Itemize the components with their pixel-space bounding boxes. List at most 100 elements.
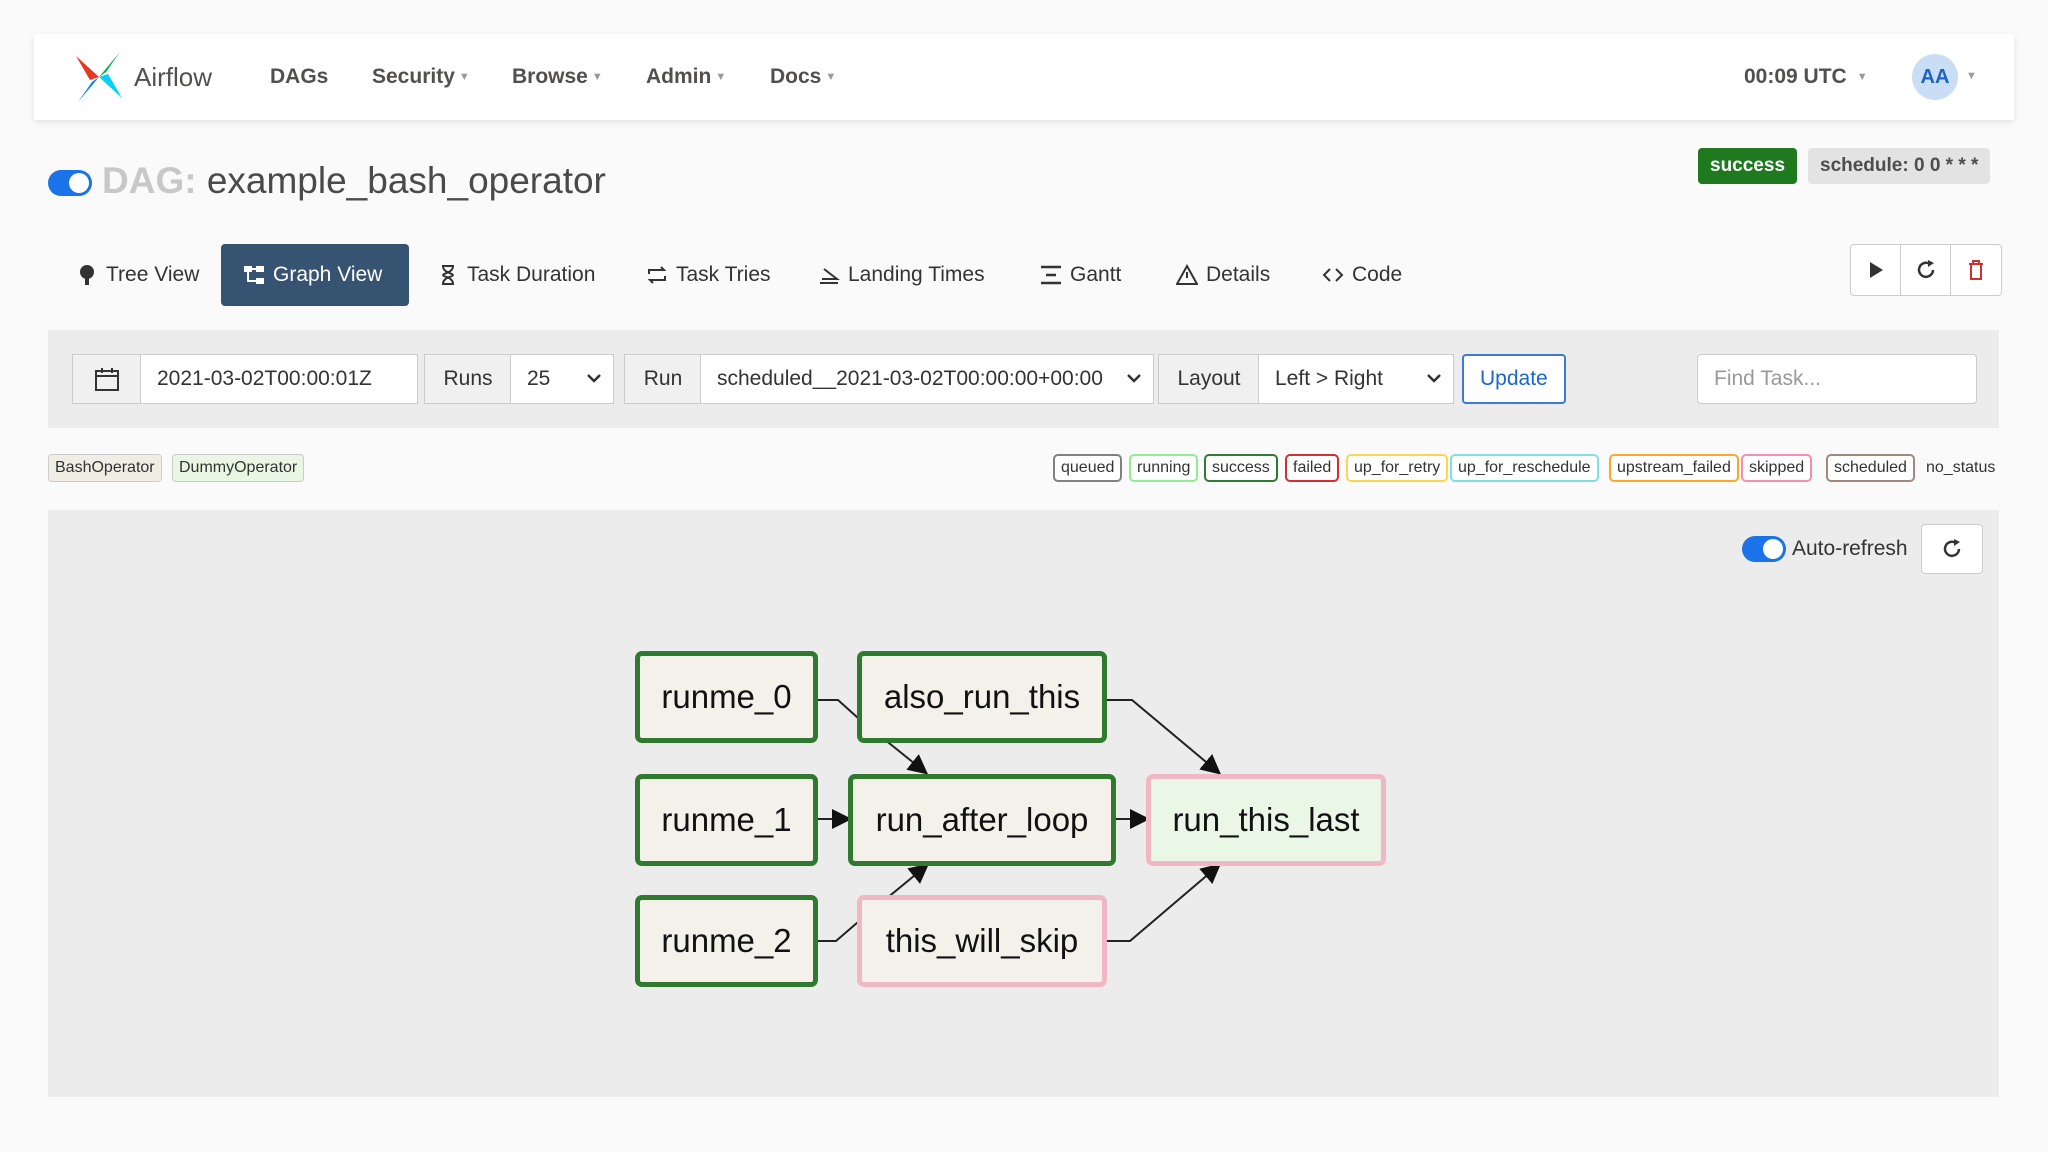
state-legend-scheduled: scheduled xyxy=(1826,454,1915,482)
state-legend-failed: failed xyxy=(1285,454,1340,482)
retry-icon xyxy=(647,266,667,284)
refresh-icon xyxy=(1943,539,1961,558)
page-title: DAG: example_bash_operator xyxy=(102,160,606,202)
tab-label: Code xyxy=(1352,263,1403,286)
chevron-down-icon xyxy=(587,374,601,383)
task-node[interactable]: run_this_last xyxy=(1146,774,1386,866)
hourglass-icon xyxy=(441,265,455,285)
task-node[interactable]: runme_1 xyxy=(635,774,818,866)
tab-task-duration[interactable]: Task Duration xyxy=(415,244,617,306)
nav-dags[interactable]: DAGs xyxy=(270,34,328,120)
chevron-down-icon: ▼ xyxy=(1856,71,1868,83)
nav-docs[interactable]: Docs▼ xyxy=(770,34,836,120)
state-legend-upstream-failed: upstream_failed xyxy=(1609,454,1739,482)
runs-label: Runs xyxy=(424,354,512,404)
utc-time: 00:09 UTC xyxy=(1744,65,1847,88)
task-node[interactable]: also_run_this xyxy=(857,651,1107,743)
tree-icon xyxy=(80,265,94,285)
clock-menu[interactable]: 00:09 UTC ▼ xyxy=(1744,34,1868,120)
task-node[interactable]: run_after_loop xyxy=(848,774,1116,866)
nav-docs-label: Docs xyxy=(770,65,822,88)
tab-details[interactable]: Details xyxy=(1154,244,1292,306)
nav-admin-label: Admin xyxy=(646,65,712,88)
dag-pause-toggle[interactable] xyxy=(48,170,92,196)
state-legend-skipped: skipped xyxy=(1741,454,1813,482)
nav-admin[interactable]: Admin▼ xyxy=(646,34,726,120)
airflow-logo[interactable]: Airflow xyxy=(70,42,212,112)
chevron-down-icon xyxy=(1127,374,1141,383)
chevron-down-icon: ▼ xyxy=(825,71,837,83)
tab-label: Details xyxy=(1206,263,1271,286)
tab-gantt[interactable]: Gantt xyxy=(1018,244,1143,306)
status-badge: success xyxy=(1698,148,1798,184)
pinwheel-logo-icon xyxy=(76,52,122,102)
landing-icon xyxy=(820,268,840,284)
run-select-value: scheduled__2021-03-02T00:00:00+00:00 xyxy=(717,367,1103,390)
delete-dag-button[interactable] xyxy=(1951,245,2001,295)
run-select[interactable]: scheduled__2021-03-02T00:00:00+00:00 xyxy=(700,354,1154,404)
warning-triangle-icon xyxy=(1176,264,1198,285)
tab-landing-times[interactable]: Landing Times xyxy=(796,244,1007,306)
auto-refresh-toggle[interactable] xyxy=(1742,536,1786,562)
run-label: Run xyxy=(624,354,702,404)
nav-dags-label: DAGs xyxy=(270,65,329,88)
execution-date-input[interactable]: 2021-03-02T00:00:01Z xyxy=(140,354,418,404)
chevron-down-icon: ▼ xyxy=(458,71,470,83)
runs-select-value: 25 xyxy=(527,367,551,390)
state-legend-no-status: no_status xyxy=(1926,459,1996,476)
layout-select-value: Left > Right xyxy=(1275,367,1383,390)
dag-prefix: DAG: xyxy=(102,160,197,201)
tab-label: Landing Times xyxy=(848,263,985,286)
state-legend-queued: queued xyxy=(1053,454,1123,482)
tab-tree-view[interactable]: Tree View xyxy=(54,244,221,306)
dag-name: example_bash_operator xyxy=(206,160,606,201)
layout-label: Layout xyxy=(1158,354,1260,404)
update-button[interactable]: Update xyxy=(1462,354,1566,404)
task-node[interactable]: runme_0 xyxy=(635,651,818,743)
task-node[interactable]: this_will_skip xyxy=(857,895,1107,987)
runs-select[interactable]: 25 xyxy=(510,354,614,404)
state-legend-up-for-retry: up_for_retry xyxy=(1346,454,1449,482)
chevron-down-icon: ▼ xyxy=(1966,70,1977,82)
state-legend-success: success xyxy=(1204,454,1278,482)
auto-refresh-control[interactable]: Auto-refresh xyxy=(1742,536,1908,562)
calendar-button[interactable] xyxy=(72,354,142,404)
state-legend-up-for-reschedule: up_for_reschedule xyxy=(1450,454,1599,482)
operator-legend-bash: BashOperator xyxy=(48,454,162,482)
find-task-input[interactable]: Find Task... xyxy=(1697,354,1977,404)
graph-refresh-button[interactable] xyxy=(1921,524,1983,574)
user-avatar[interactable]: AA xyxy=(1912,54,1958,100)
calendar-icon xyxy=(95,368,119,391)
play-icon xyxy=(1869,262,1883,278)
graph-icon xyxy=(244,266,264,284)
tab-label: Gantt xyxy=(1070,263,1122,286)
tab-label: Tree View xyxy=(106,263,200,286)
operator-legend-dummy: DummyOperator xyxy=(172,454,305,482)
tab-code[interactable]: Code xyxy=(1300,244,1424,306)
tab-label: Task Tries xyxy=(676,263,771,286)
auto-refresh-label: Auto-refresh xyxy=(1792,537,1908,560)
dag-actions xyxy=(1850,244,2002,296)
task-node[interactable]: runme_2 xyxy=(635,895,818,987)
nav-browse[interactable]: Browse▼ xyxy=(512,34,603,120)
schedule-badge: schedule: 0 0 * * * xyxy=(1808,148,1991,184)
trigger-dag-button[interactable] xyxy=(1851,245,1901,295)
chevron-down-icon: ▼ xyxy=(591,71,603,83)
tab-label: Graph View xyxy=(273,263,383,286)
nav-security-label: Security xyxy=(372,65,455,88)
tab-graph-view[interactable]: Graph View xyxy=(221,244,409,306)
gantt-icon xyxy=(1041,265,1061,285)
refresh-icon xyxy=(1917,260,1934,279)
code-icon xyxy=(1322,268,1344,282)
chevron-down-icon: ▼ xyxy=(715,71,727,83)
tab-task-tries[interactable]: Task Tries xyxy=(624,244,793,306)
layout-select[interactable]: Left > Right xyxy=(1258,354,1454,404)
nav-security[interactable]: Security▼ xyxy=(372,34,470,120)
nav-browse-label: Browse xyxy=(512,65,588,88)
brand-name: Airflow xyxy=(134,61,213,92)
trash-icon xyxy=(1969,260,1983,280)
tab-label: Task Duration xyxy=(467,263,596,286)
refresh-dag-button[interactable] xyxy=(1901,245,1951,295)
chevron-down-icon xyxy=(1427,374,1441,383)
top-navbar: Airflow DAGs Security▼ Browse▼ Admin▼ Do… xyxy=(34,34,2014,120)
